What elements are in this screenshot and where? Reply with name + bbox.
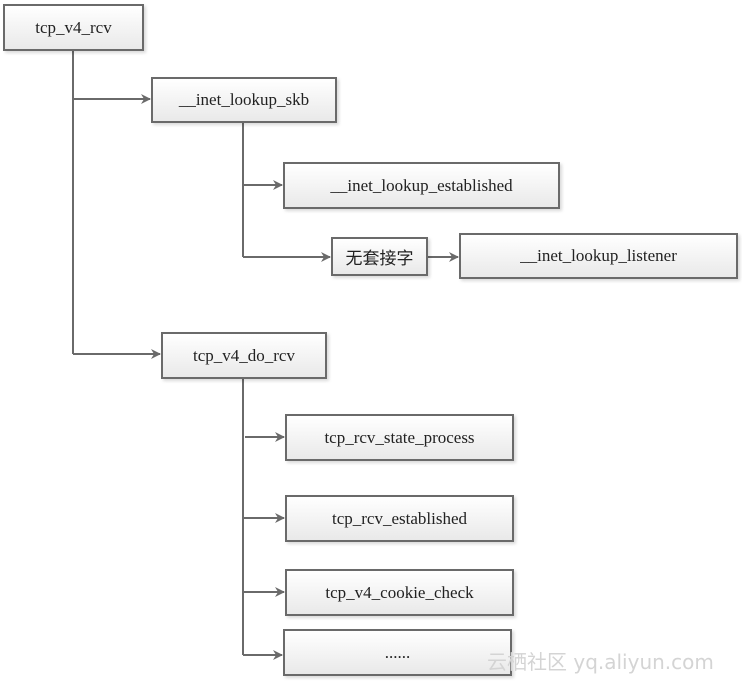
node-tcp-v4-do-rcv: tcp_v4_do_rcv — [161, 332, 327, 379]
watermark: 云栖社区 yq.aliyun.com — [487, 650, 714, 674]
node-label: tcp_v4_rcv — [35, 17, 112, 37]
node-label: __inet_lookup_established — [330, 175, 513, 195]
node-inet-lookup-skb: __inet_lookup_skb — [151, 77, 337, 123]
node-label: ...... — [384, 642, 411, 662]
node-label: tcp_v4_do_rcv — [193, 345, 295, 365]
node-more: ...... — [283, 629, 512, 676]
node-inet-lookup-listener: __inet_lookup_listener — [459, 233, 738, 279]
node-label: tcp_rcv_established — [331, 508, 467, 528]
node-label: tcp_rcv_state_process — [324, 427, 475, 447]
node-tcp-v4-cookie-check: tcp_v4_cookie_check — [285, 569, 514, 616]
node-tcp-rcv-established: tcp_rcv_established — [285, 495, 514, 542]
node-inet-lookup-established: __inet_lookup_established — [283, 162, 560, 209]
node-tcp-rcv-state-process: tcp_rcv_state_process — [285, 414, 514, 461]
node-tcp-v4-rcv: tcp_v4_rcv — [3, 4, 144, 51]
node-label: 无套接字 — [345, 249, 414, 269]
node-label: __inet_lookup_listener — [520, 246, 677, 265]
node-label: tcp_v4_cookie_check — [325, 582, 474, 602]
node-label: __inet_lookup_skb — [178, 90, 310, 109]
node-no-socket: 无套接字 — [331, 237, 428, 276]
